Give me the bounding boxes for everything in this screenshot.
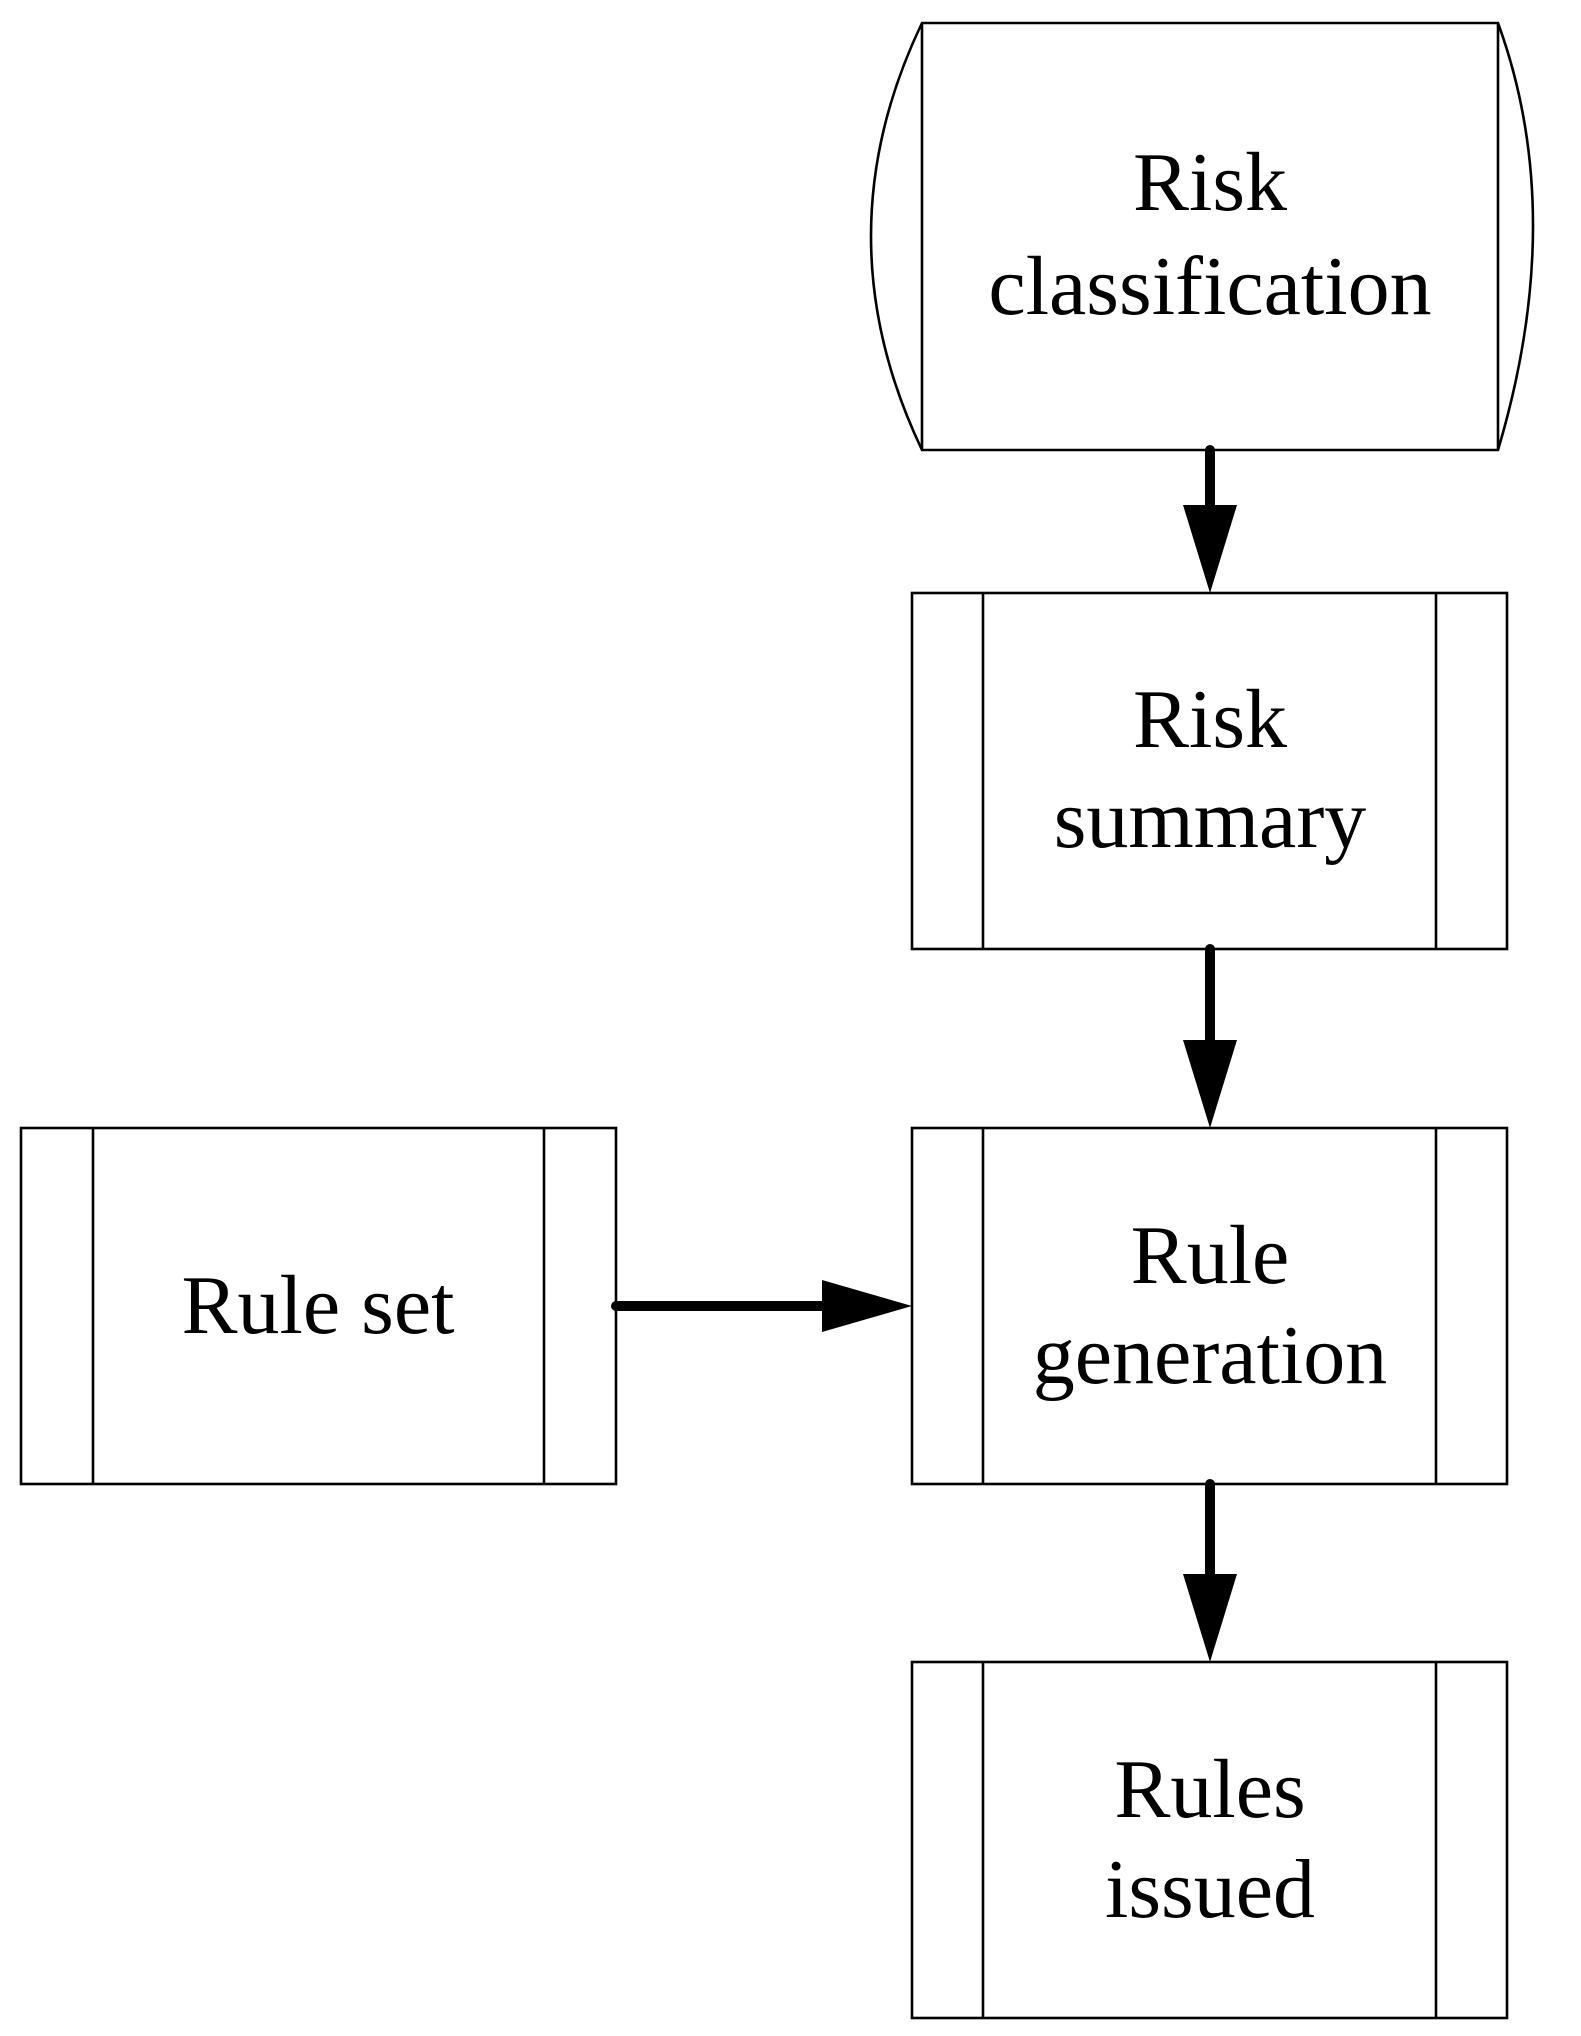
node-label-line-1: Rule	[1131, 1209, 1290, 1302]
edge-classification-to-summary	[1183, 445, 1237, 593]
node-label-line-2: summary	[1054, 773, 1367, 866]
arrow-head	[1183, 1040, 1237, 1128]
node-risk-classification: Risk classification	[869, 21, 1535, 452]
node-label-line-1: Rule set	[182, 1259, 455, 1352]
edge-generation-to-issued	[1183, 1479, 1237, 1662]
node-label-line-2: generation	[1033, 1309, 1388, 1402]
edge-summary-to-generation	[1183, 944, 1237, 1128]
node-rules-issued: Rules issued	[910, 1660, 1509, 2020]
arrow-head	[1183, 1574, 1237, 1662]
node-label-line-1: Risk	[1133, 673, 1287, 766]
node-risk-summary: Risk summary	[910, 591, 1509, 951]
node-rule-set: Rule set	[19, 1126, 618, 1486]
node-rule-generation: Rule generation	[910, 1126, 1509, 1486]
predefined-process-box	[19, 1126, 618, 1486]
predefined-process-box	[910, 591, 1509, 951]
predefined-process-box	[910, 1660, 1509, 2020]
node-label-line-2: classification	[988, 240, 1431, 333]
stored-data-shape	[869, 21, 1535, 452]
predefined-process-box	[910, 1126, 1509, 1486]
arrow-head	[822, 1280, 912, 1332]
node-label-line-1: Rules	[1114, 1743, 1305, 1836]
edge-ruleset-to-generation	[611, 1280, 912, 1332]
node-label-line-1: Risk	[1133, 136, 1287, 229]
arrow-head	[1183, 505, 1237, 593]
node-label-line-2: issued	[1105, 1843, 1315, 1936]
